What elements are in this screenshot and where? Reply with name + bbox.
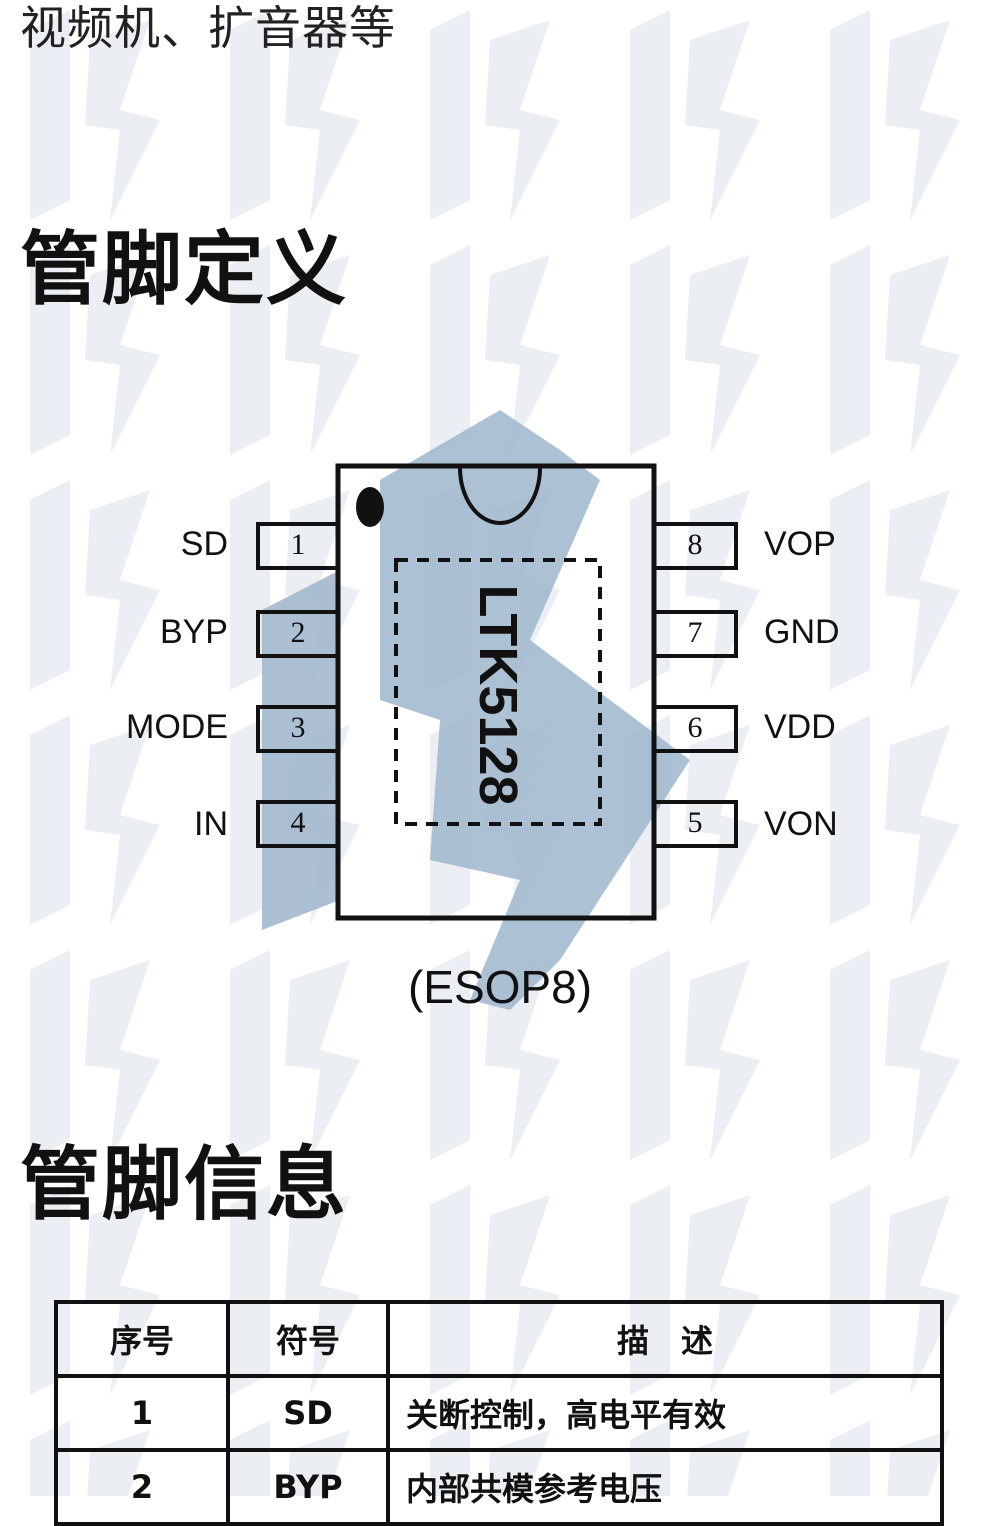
cell-description: 关断控制，高电平有效 xyxy=(386,1374,944,1452)
pin-label-mode: MODE xyxy=(126,708,228,746)
pin-number-6: 6 xyxy=(687,711,703,744)
pin-7-pad xyxy=(652,610,738,658)
pin-8-pad xyxy=(652,522,738,570)
intro-text: 视频机、扩音器等 xyxy=(20,1,396,55)
pin-6-pad xyxy=(652,705,738,753)
pin-number-7: 7 xyxy=(687,616,703,649)
table-header-row: 序号 符号 描 述 xyxy=(54,1300,944,1378)
section-title-pin-definition: 管脚定义 xyxy=(20,223,348,316)
cell-description: 内部共模参考电压 xyxy=(386,1448,944,1526)
pin-label-byp: BYP xyxy=(159,613,228,651)
cell-symbol: BYP xyxy=(226,1448,390,1526)
cell-index: 1 xyxy=(54,1374,230,1452)
chip-body xyxy=(335,463,657,921)
pin-label-vdd: VDD xyxy=(764,708,836,746)
header-description: 描 述 xyxy=(386,1300,944,1378)
pin-number-3: 3 xyxy=(290,711,306,744)
cell-index: 2 xyxy=(54,1448,230,1526)
section-title-pin-info: 管脚信息 xyxy=(20,1138,348,1231)
package-label: (ESOP8) xyxy=(407,961,593,1013)
pin-number-2: 2 xyxy=(290,616,306,649)
pin-info-table: 序号 符号 描 述 1 SD 关断控制，高电平有效 2 BYP 内部共模参考电压 xyxy=(54,1300,944,1526)
table-row: 2 BYP 内部共模参考电压 xyxy=(54,1448,944,1526)
pin-number-5: 5 xyxy=(687,806,703,839)
pin-label-gnd: GND xyxy=(764,613,840,651)
pin-1-pad xyxy=(256,522,340,570)
pin-label-vop: VOP xyxy=(764,525,836,563)
cell-symbol: SD xyxy=(226,1374,390,1452)
chip-notch xyxy=(458,467,542,525)
pin-number-1: 1 xyxy=(290,528,306,561)
header-index: 序号 xyxy=(54,1300,230,1378)
exposed-pad xyxy=(394,558,602,826)
table-row: 1 SD 关断控制，高电平有效 xyxy=(54,1374,944,1452)
pin-label-sd: SD xyxy=(180,525,228,563)
pin-label-in: IN xyxy=(194,805,228,843)
chip-name: LTK5128 xyxy=(468,584,528,806)
pin-number-4: 4 xyxy=(290,806,306,839)
pin-2-pad xyxy=(256,610,340,658)
pin-4-pad xyxy=(256,800,340,848)
pinout-diagram xyxy=(256,410,738,1010)
pin-3-pad xyxy=(256,705,340,753)
pin-label-von: VON xyxy=(764,805,838,843)
pin-5-pad xyxy=(652,800,738,848)
pin-number-8: 8 xyxy=(687,528,703,561)
header-symbol: 符号 xyxy=(226,1300,390,1378)
pin1-dot xyxy=(356,487,384,527)
